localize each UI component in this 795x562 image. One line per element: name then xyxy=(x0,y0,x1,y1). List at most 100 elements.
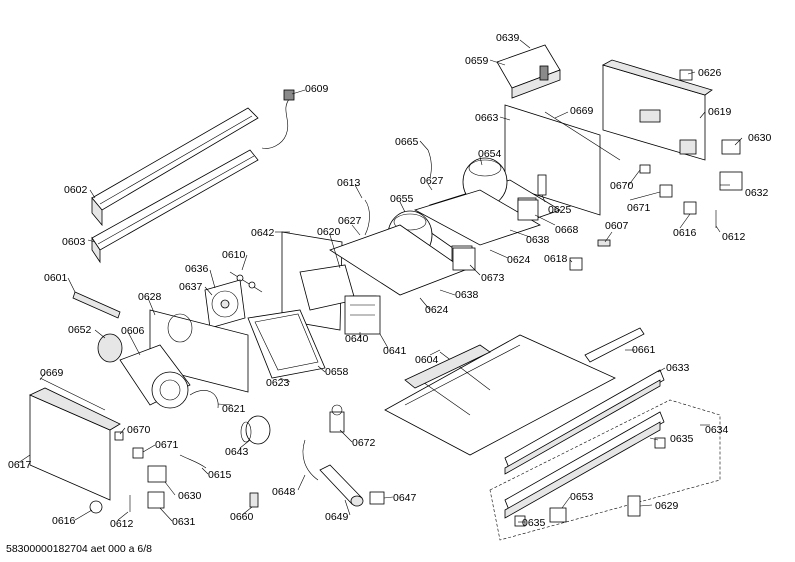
label-0669: 0669 xyxy=(40,367,64,379)
label-0613: 0613 xyxy=(337,177,361,189)
label-0621: 0621 xyxy=(222,403,246,415)
label-0617: 0617 xyxy=(8,459,32,471)
label-0636: 0636 xyxy=(185,263,209,275)
label-0638: 0638 xyxy=(526,234,550,246)
label-0653: 0653 xyxy=(570,491,594,503)
label-0663: 0663 xyxy=(475,112,499,124)
label-0616: 0616 xyxy=(52,515,76,527)
part-0670-part xyxy=(639,164,651,174)
label-0638: 0638 xyxy=(455,289,479,301)
label-0637: 0637 xyxy=(179,281,203,293)
label-0633: 0633 xyxy=(666,362,690,374)
label-0658: 0658 xyxy=(325,366,349,378)
label-0652: 0652 xyxy=(68,324,92,336)
label-0610: 0610 xyxy=(222,249,246,261)
label-0616: 0616 xyxy=(673,227,697,239)
label-0623: 0623 xyxy=(266,377,290,389)
part-0604-tray xyxy=(384,334,616,456)
label-0626: 0626 xyxy=(698,67,722,79)
part-0629-part xyxy=(627,495,641,517)
part-0638-plate xyxy=(413,189,541,246)
part-0625-item xyxy=(537,174,547,196)
part-0634-strip xyxy=(504,411,665,519)
part-0630-bracket xyxy=(721,139,741,155)
part-0668-item xyxy=(517,199,539,221)
leader-lines xyxy=(17,39,743,523)
part-0630-left-bracket xyxy=(147,465,167,483)
label-0627: 0627 xyxy=(338,215,362,227)
part-0601-rod xyxy=(72,291,121,319)
label-0632: 0632 xyxy=(745,187,769,199)
label-0648: 0648 xyxy=(272,486,296,498)
part-0618-part xyxy=(569,257,583,271)
part-0631-bracket xyxy=(147,491,165,509)
part-0643-cylinder xyxy=(240,415,271,445)
part-0626-switch xyxy=(679,69,693,81)
part-0602-rail xyxy=(91,107,259,227)
label-0628: 0628 xyxy=(138,291,162,303)
part-0619-housing xyxy=(601,59,713,161)
label-0604: 0604 xyxy=(415,354,439,366)
label-0619: 0619 xyxy=(708,106,732,118)
label-0631: 0631 xyxy=(172,516,196,528)
label-0625: 0625 xyxy=(548,204,572,216)
label-0609: 0609 xyxy=(305,83,329,95)
label-0654: 0654 xyxy=(478,148,502,160)
part-0636-fan xyxy=(204,279,246,329)
part-0649-cylinder xyxy=(319,464,364,507)
part-labels: 0639 0659 0626 0609 0669 0663 0619 0630 … xyxy=(8,32,772,530)
label-0618: 0618 xyxy=(544,253,568,265)
part-0616-part xyxy=(683,201,697,215)
part-0640-module xyxy=(344,295,381,335)
label-0606: 0606 xyxy=(121,325,145,337)
label-0670: 0670 xyxy=(127,424,151,436)
label-0668: 0668 xyxy=(555,224,579,236)
part-0665-tube xyxy=(427,149,432,179)
label-0635: 0635 xyxy=(522,517,546,529)
part-0606-motor xyxy=(119,344,191,409)
part-0632-bracket xyxy=(719,171,743,191)
label-0640: 0640 xyxy=(345,333,369,345)
label-0671: 0671 xyxy=(155,439,179,451)
label-0647: 0647 xyxy=(393,492,417,504)
part-0660-pin xyxy=(249,492,259,508)
part-0609-power-cord xyxy=(261,89,295,149)
label-0669: 0669 xyxy=(570,105,594,117)
label-0603: 0603 xyxy=(62,236,86,248)
part-0603-rail xyxy=(91,149,259,264)
part-0671-part xyxy=(659,184,673,198)
part-0647-part xyxy=(369,491,385,505)
label-0639: 0639 xyxy=(496,32,520,44)
label-0634: 0634 xyxy=(705,424,729,436)
label-0671: 0671 xyxy=(627,202,651,214)
label-0602: 0602 xyxy=(64,184,88,196)
part-0670-left-part xyxy=(114,431,124,441)
part-0617-cabinet xyxy=(29,377,121,501)
part-0663-panel xyxy=(504,104,621,216)
label-0661: 0661 xyxy=(632,344,656,356)
part-0652-cylinder xyxy=(97,333,123,363)
label-0643: 0643 xyxy=(225,446,249,458)
part-0639-control-board xyxy=(496,44,561,99)
label-0655: 0655 xyxy=(390,193,414,205)
part-0613-tube xyxy=(364,199,370,236)
part-0671-left-part xyxy=(132,447,144,459)
label-0627: 0627 xyxy=(420,175,444,187)
part-0673-box xyxy=(452,247,476,271)
label-0612: 0612 xyxy=(722,231,746,243)
label-0620: 0620 xyxy=(317,226,341,238)
part-0648-tube xyxy=(302,439,319,481)
label-0659: 0659 xyxy=(465,55,489,67)
part-0633-strip xyxy=(504,369,665,475)
label-0649: 0649 xyxy=(325,511,349,523)
label-0670: 0670 xyxy=(610,180,634,192)
part-0607-part xyxy=(597,239,611,247)
part-0653-part xyxy=(549,507,567,523)
label-0624: 0624 xyxy=(507,254,531,266)
part-0672-valve xyxy=(329,404,345,433)
document-id-footer: 58300000182704 aet 000 a 6/8 xyxy=(6,543,152,555)
part-0616-left-part xyxy=(89,500,103,514)
part-0621-bracket xyxy=(189,390,219,409)
